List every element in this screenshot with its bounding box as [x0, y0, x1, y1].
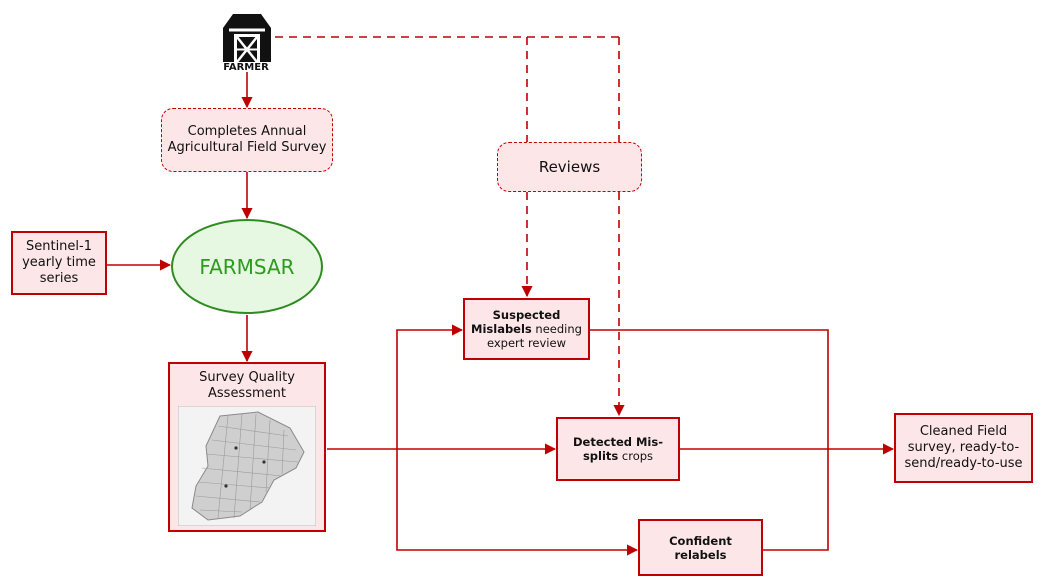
field-map-image — [178, 406, 316, 526]
missplits-bold: Detected Mis-splits — [573, 435, 663, 463]
suspected-bold: Suspected Mislabels — [471, 308, 561, 336]
missplits-rest: crops — [618, 449, 654, 463]
survey-box: Completes Annual Agricultural Field Surv… — [161, 108, 333, 172]
quality-title: Survey Quality Assessment — [199, 370, 295, 401]
survey-label: Completes Annual Agricultural Field Surv… — [167, 124, 327, 155]
cleaned-survey-box: Cleaned Field survey, ready-to-send/read… — [894, 413, 1033, 483]
sentinel-label: Sentinel-1 yearly time series — [22, 239, 96, 286]
quality-assessment-box: Survey Quality Assessment — [168, 362, 326, 532]
farmsar-node: FARMSAR — [171, 219, 323, 314]
barn-icon — [223, 14, 271, 62]
confident-label: Confident relabels — [669, 533, 732, 562]
farmsar-label: FARMSAR — [199, 254, 295, 279]
line-confident-to-cleaned — [763, 449, 829, 551]
cleaned-label: Cleaned Field survey, ready-to-send/read… — [904, 424, 1023, 471]
reviews-label: Reviews — [538, 158, 601, 176]
confident-relabels-box: Confident relabels — [638, 519, 763, 576]
line-suspected-to-cleaned — [590, 329, 829, 449]
farmer-label: FARMER — [223, 62, 269, 73]
suspected-label: Suspected Mislabels needing expert revie… — [465, 306, 588, 352]
arrow-to-confident — [396, 449, 639, 556]
reviews-box: Reviews — [497, 142, 642, 192]
suspected-mislabels-box: Suspected Mislabels needing expert revie… — [463, 298, 590, 360]
arrow-to-suspected — [396, 324, 464, 449]
missplits-label: Detected Mis-splits crops — [558, 433, 678, 465]
suspected-rest: needing expert review — [487, 322, 582, 350]
missplits-box: Detected Mis-splits crops — [556, 417, 680, 481]
sentinel-box: Sentinel-1 yearly time series — [11, 231, 107, 295]
